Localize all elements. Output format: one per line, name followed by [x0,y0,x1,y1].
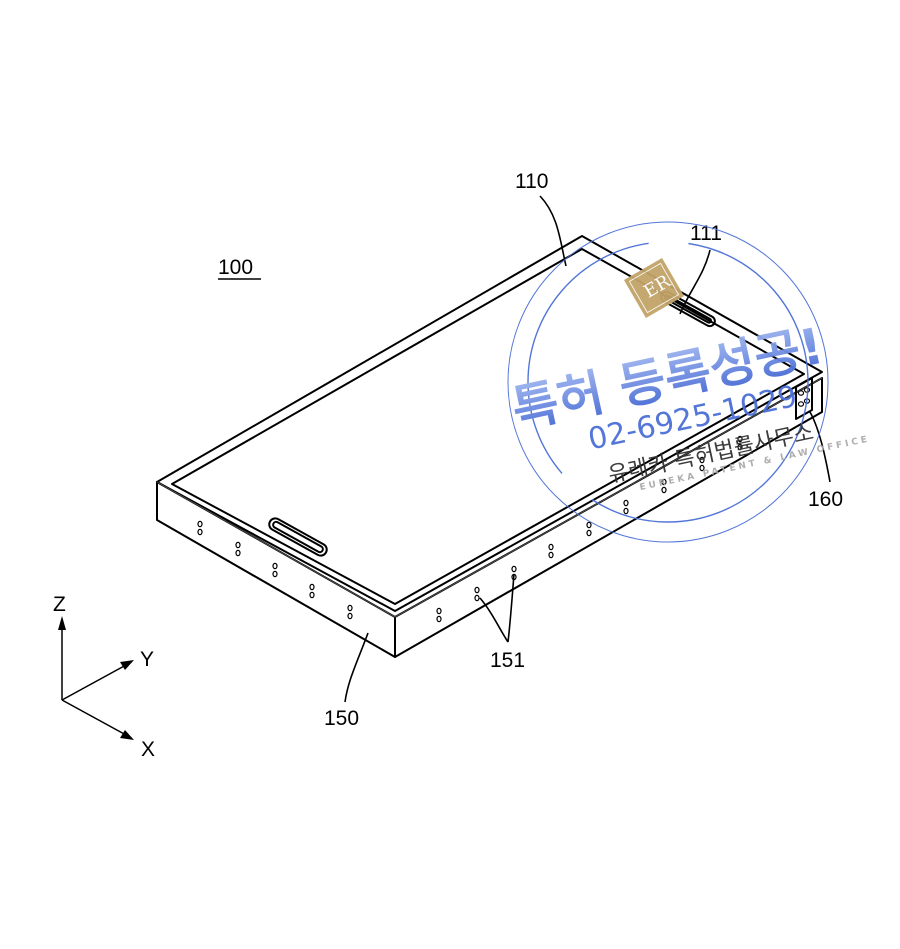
vent-hole [236,542,240,547]
axis-x-label: X [141,738,155,761]
label-111: 111 [690,222,722,245]
label-150: 150 [324,707,359,730]
vent-hole [236,550,240,555]
vent-hole [348,613,352,618]
label-160: 160 [808,488,843,511]
vent-hole [587,522,591,527]
vent-hole [549,552,553,557]
vent-hole [348,605,352,610]
vent-hole [273,563,277,568]
vent-hole [198,529,202,534]
label-110: 110 [515,170,548,193]
axis-indicator: Z Y X [53,593,155,761]
label-100: 100 [218,256,253,279]
vent-hole [624,508,628,513]
vent-hole [549,544,553,549]
vent-hole [310,592,314,597]
vent-hole [198,521,202,526]
vent-hole [475,595,479,600]
vent-hole [512,566,516,571]
vent-hole [437,616,441,621]
vent-hole [475,587,479,592]
vent-hole [624,500,628,505]
watermark-logo: ER [624,258,684,318]
left-side-face [157,482,395,657]
vent-hole [310,584,314,589]
label-151: 151 [490,649,525,672]
axis-y-label: Y [140,648,154,671]
vent-hole [437,608,441,613]
vent-hole [587,530,591,535]
vent-hole [273,571,277,576]
axis-z-label: Z [53,593,66,616]
